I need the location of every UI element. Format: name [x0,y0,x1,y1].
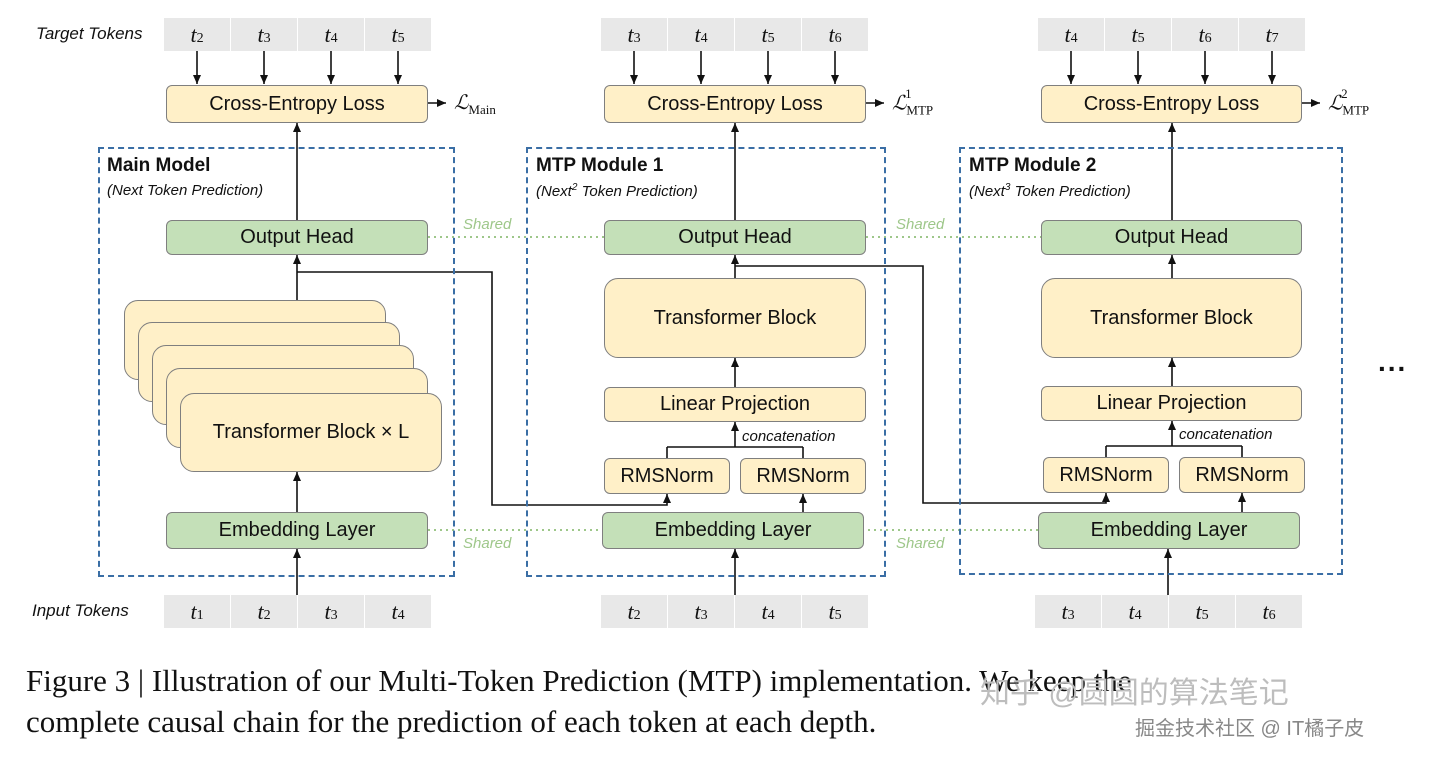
main-embedding-layer: Embedding Layer [166,512,428,549]
mtp2-loss-symbol: ℒMTP2 [1328,86,1370,118]
main-model-title: Main Model [107,155,211,176]
watermark-bottom: 掘金技术社区 @ IT橘子皮 [1135,718,1365,740]
shared-label: Shared [463,216,512,233]
shared-label: Shared [896,216,945,233]
mtp1-rmsnorm-left: RMSNorm [604,458,730,494]
mtp2-rmsnorm-right: RMSNorm [1179,457,1305,493]
caption-line-2: complete causal chain for the prediction… [26,704,877,739]
main-loss-symbol: ℒMain [454,92,496,117]
mtp1-loss-symbol: ℒMTP1 [892,86,934,118]
main-output-head: Output Head [166,220,428,255]
mtp1-title: MTP Module 1 [536,155,664,176]
mtp1-transformer-block: Transformer Block [604,278,866,358]
continuation-ellipsis: ... [1378,346,1408,377]
mtp1-concatenation-label: concatenation [742,428,836,445]
mtp1-rmsnorm-right: RMSNorm [740,458,866,494]
mtp2-rmsnorm-left: RMSNorm [1043,457,1169,493]
mtp2-embedding-layer: Embedding Layer [1038,512,1300,549]
target-tokens-label: Target Tokens [36,24,143,43]
main-model-subtitle: (Next Token Prediction) [107,182,264,199]
mtp2-container [959,147,1343,575]
mtp1-linear-projection: Linear Projection [604,387,866,422]
figure-caption: Figure 3 | Illustration of our Multi-Tok… [26,660,1416,742]
mtp2-transformer-block: Transformer Block [1041,278,1302,358]
main-cross-entropy-loss: Cross-Entropy Loss [166,85,428,123]
mtp2-title: MTP Module 2 [969,155,1097,176]
input-tokens-label: Input Tokens [32,601,129,620]
mtp2-subtitle: (Next3 Token Prediction) [969,182,1131,200]
mtp1-container [526,147,886,577]
main-transformer-block: Transformer Block × L [180,393,442,472]
shared-label: Shared [463,535,512,552]
mtp2-linear-projection: Linear Projection [1041,386,1302,421]
mtp2-concatenation-label: concatenation [1179,426,1273,443]
shared-label: Shared [896,535,945,552]
caption-line-1: Figure 3 | Illustration of our Multi-Tok… [26,663,1132,698]
mtp1-output-head: Output Head [604,220,866,255]
mtp1-subtitle: (Next2 Token Prediction) [536,182,698,200]
mtp1-embedding-layer: Embedding Layer [602,512,864,549]
mtp2-cross-entropy-loss: Cross-Entropy Loss [1041,85,1302,123]
main-model-container [98,147,455,577]
watermark-top: 知乎 @圆圆的算法笔记 [980,677,1289,710]
mtp1-cross-entropy-loss: Cross-Entropy Loss [604,85,866,123]
mtp2-output-head: Output Head [1041,220,1302,255]
